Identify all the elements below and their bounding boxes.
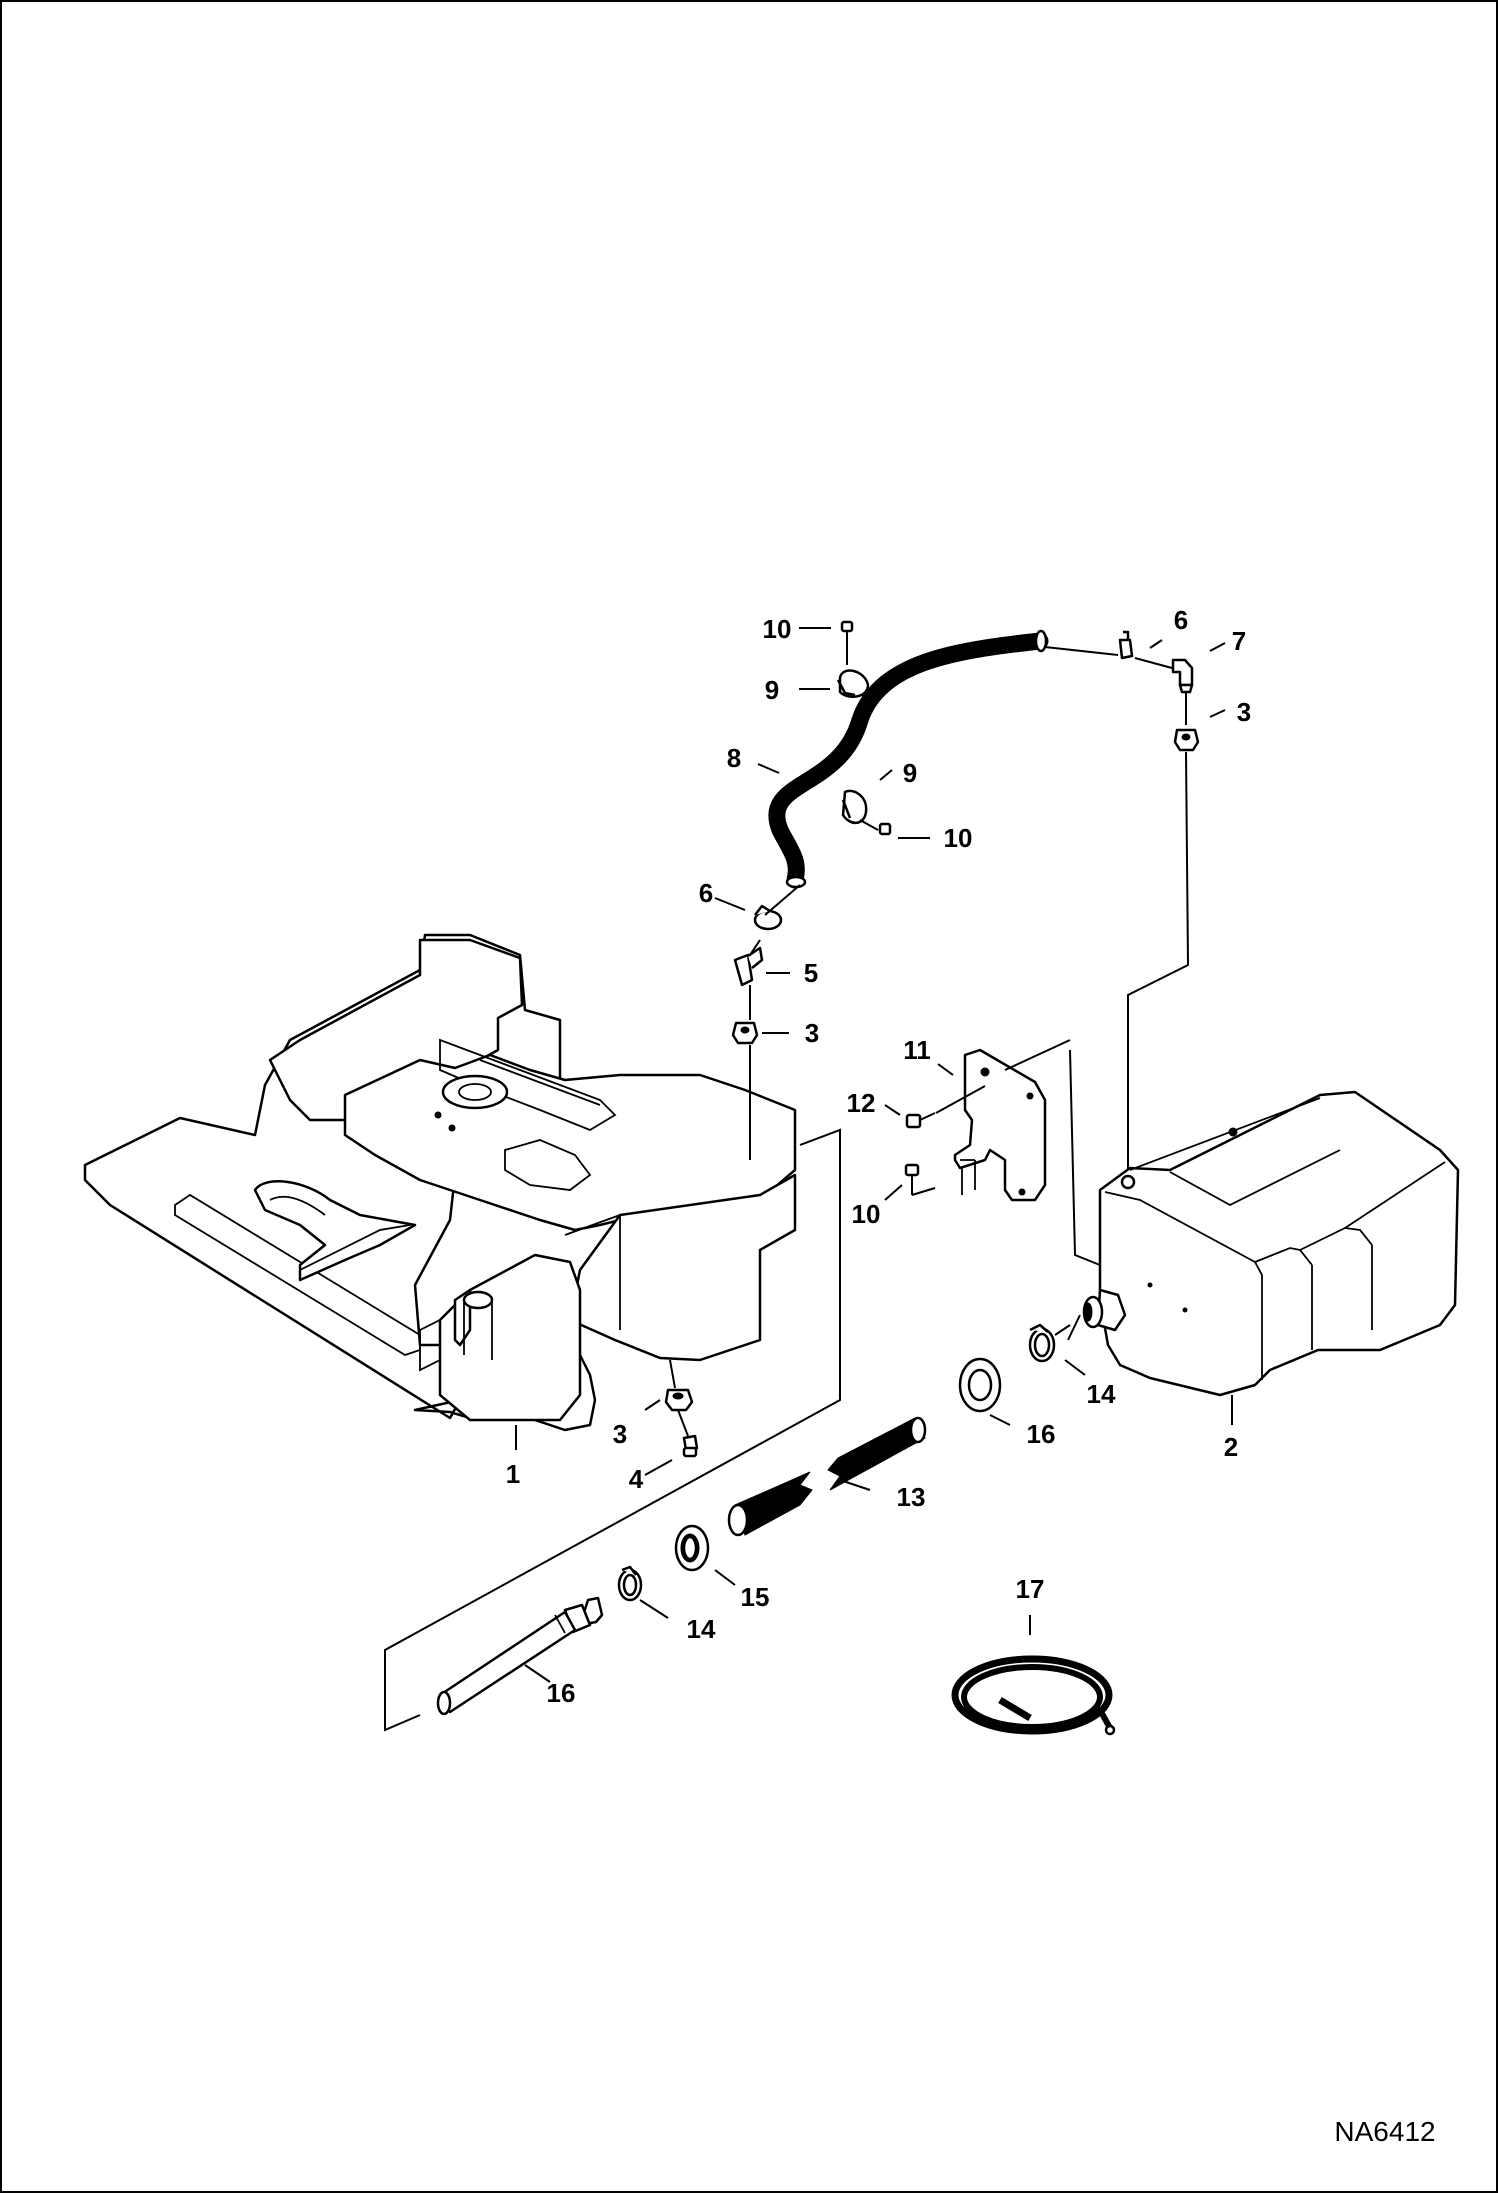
elbow-fitting: [733, 946, 764, 987]
fuel-hose-segment: [727, 1471, 813, 1537]
grommet-ring: [958, 1357, 1002, 1413]
grommet: [731, 1021, 759, 1045]
callout-labels: 1 2 3 3 3 4 5 6 6 7 8 9 9 10 10 10 11 12…: [506, 605, 1251, 1708]
callout-6: 6: [699, 878, 713, 908]
bolt: [859, 819, 892, 836]
grommet: [664, 1388, 694, 1412]
main-fuel-tank: [83, 933, 797, 1432]
callout-6: 6: [1174, 605, 1188, 635]
hose-clamp-small: [753, 904, 783, 931]
hose-clamp-small: [1118, 630, 1134, 660]
bolt: [905, 1112, 936, 1129]
callout-16: 16: [1027, 1419, 1056, 1449]
callout-8: 8: [727, 743, 741, 773]
callout-14: 14: [1087, 1379, 1116, 1409]
coiled-hose: [951, 1655, 1116, 1736]
elbow-fitting: [1171, 658, 1194, 694]
reservoir-tank: [1082, 1090, 1460, 1397]
mounting-bracket: [953, 1048, 1047, 1202]
bolt: [840, 620, 854, 665]
drawing-code: NA6412: [1334, 2116, 1435, 2147]
hose-clamp: [841, 789, 868, 825]
fuel-hose-segment: [827, 1416, 927, 1491]
callout-9: 9: [903, 758, 917, 788]
callout-3: 3: [1237, 697, 1251, 727]
callout-10: 10: [852, 1199, 881, 1229]
callout-1: 1: [506, 1459, 520, 1489]
drain-plug: [682, 1434, 699, 1458]
callout-12: 12: [847, 1088, 876, 1118]
callout-4: 4: [629, 1464, 644, 1494]
callout-7: 7: [1232, 626, 1246, 656]
callout-2: 2: [1224, 1432, 1238, 1462]
callout-3: 3: [613, 1419, 627, 1449]
callout-14: 14: [687, 1614, 716, 1644]
callout-9: 9: [765, 675, 779, 705]
hose-clamp: [1028, 1323, 1056, 1363]
callout-15: 15: [741, 1582, 770, 1612]
hose-clamp: [836, 669, 870, 698]
callout-13: 13: [897, 1482, 926, 1512]
hose-clamp: [617, 1565, 643, 1602]
callout-10: 10: [944, 823, 973, 853]
callout-5: 5: [804, 958, 818, 988]
callout-11: 11: [903, 1035, 931, 1065]
callout-3: 3: [805, 1018, 819, 1048]
callout-17: 17: [1016, 1574, 1045, 1604]
seal-ring: [674, 1524, 710, 1572]
bolt: [904, 1163, 920, 1195]
grommet: [1173, 728, 1200, 752]
vent-hose: [768, 632, 1049, 889]
pickup-tube: [436, 1596, 604, 1716]
callout-10: 10: [763, 614, 792, 644]
callout-16: 16: [547, 1678, 576, 1708]
leader-lines: [384, 627, 1233, 1732]
